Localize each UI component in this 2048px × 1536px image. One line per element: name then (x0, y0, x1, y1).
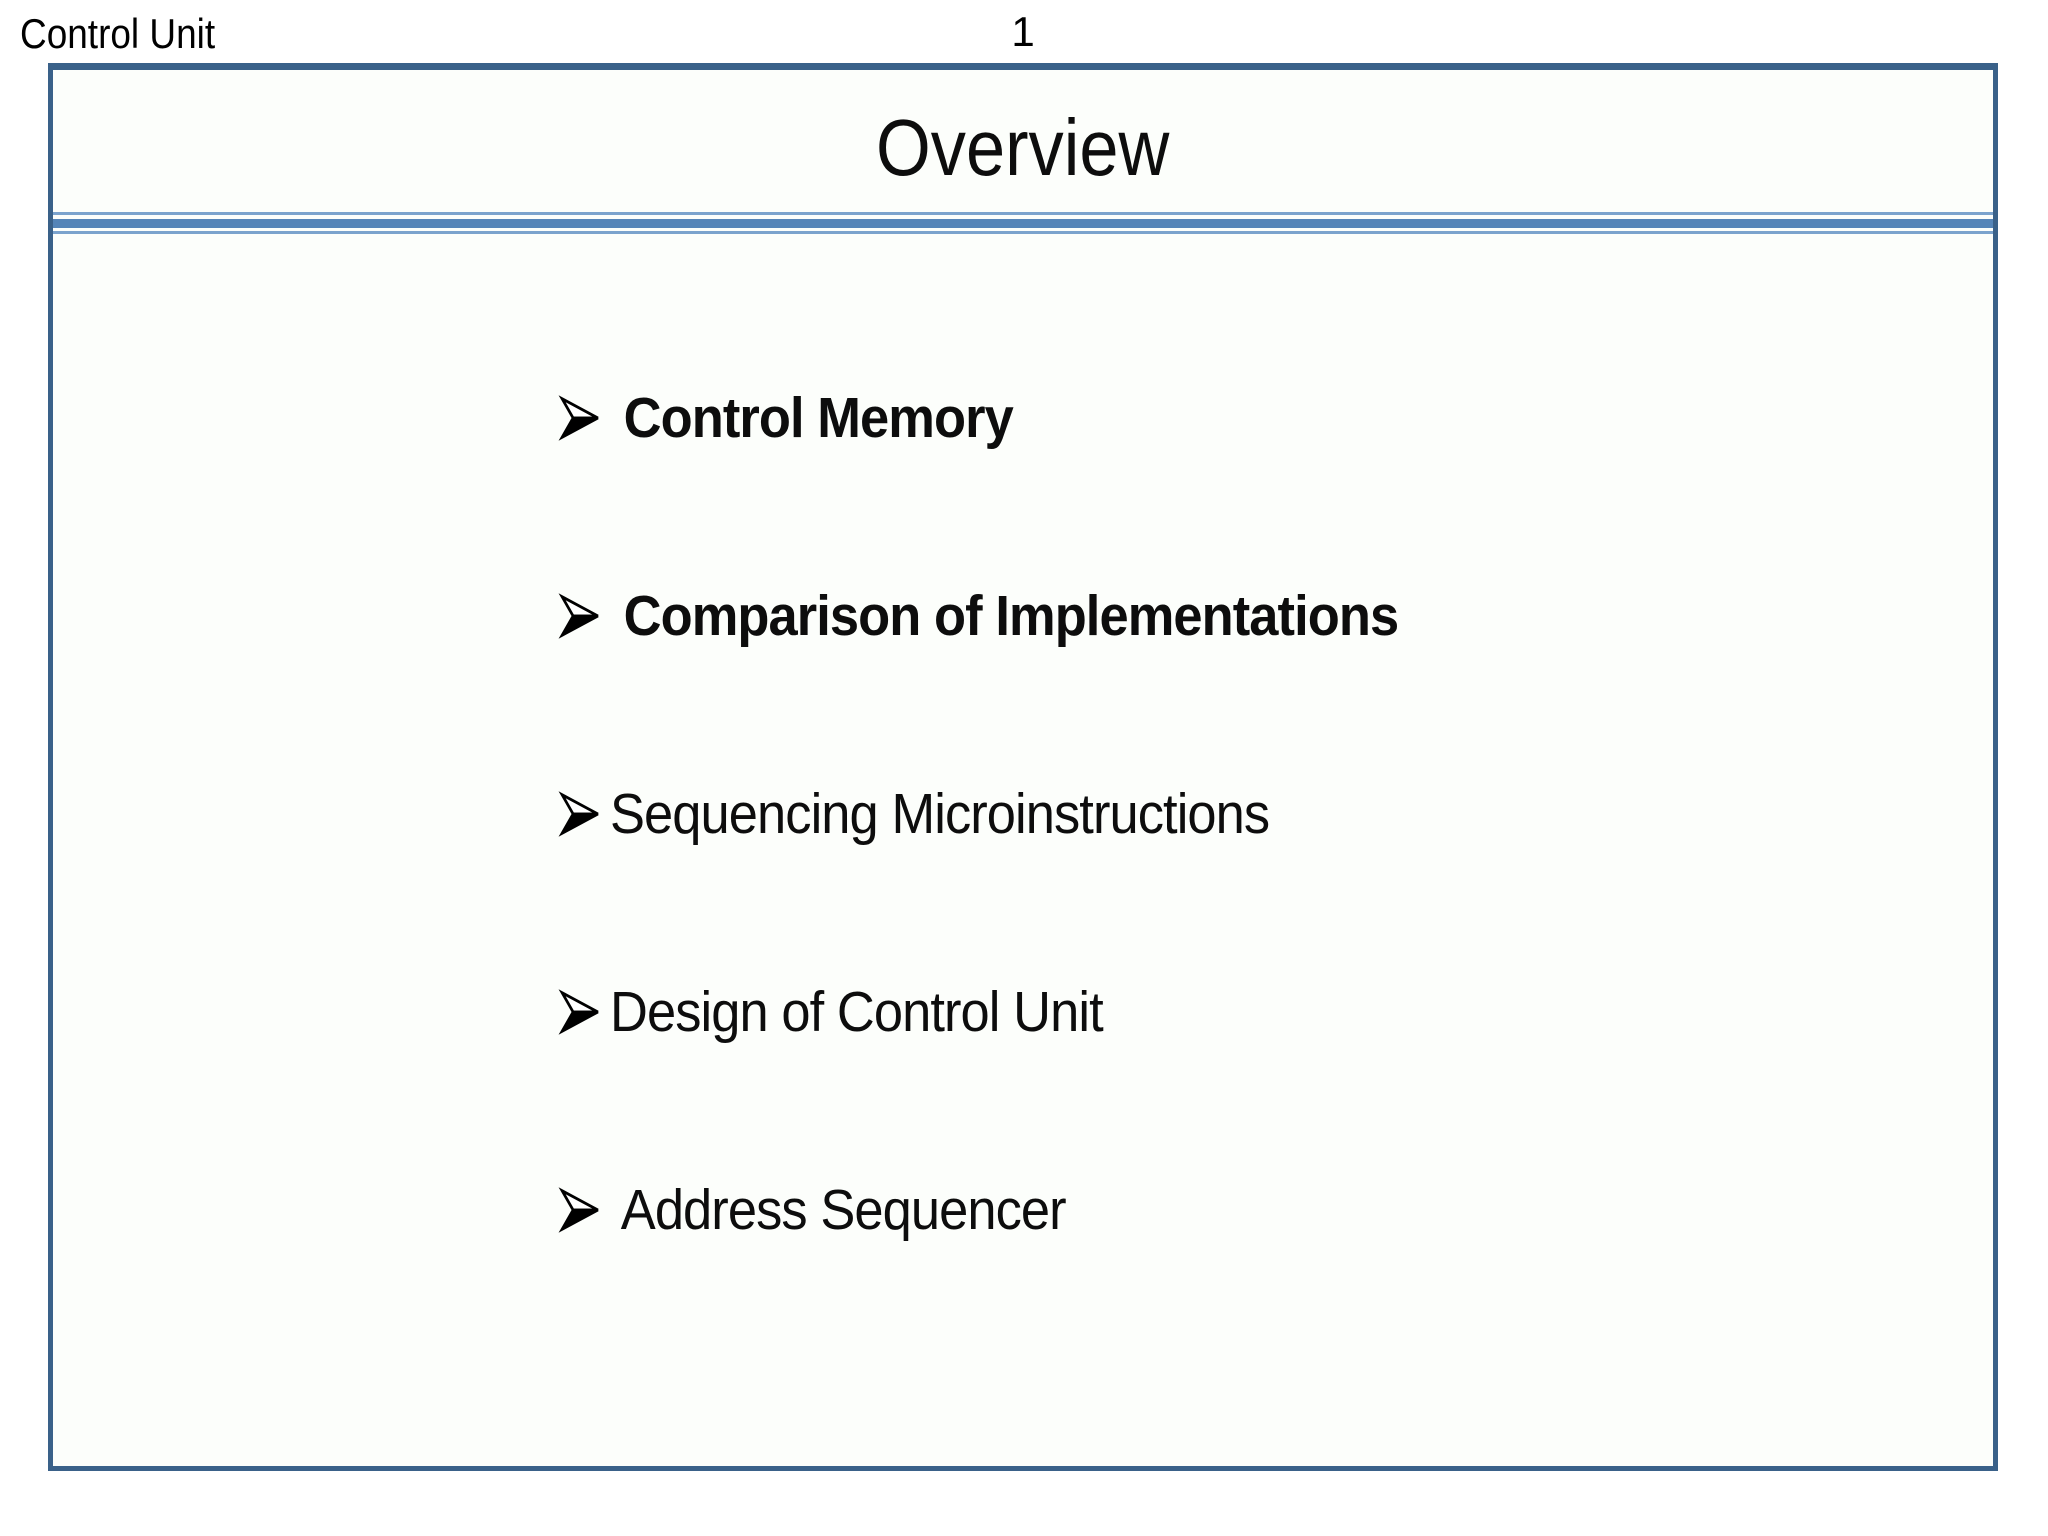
page-number: 1 (1011, 8, 1035, 55)
3d-rightwards-arrowhead-icon (558, 392, 602, 444)
title-separator (53, 212, 1993, 234)
slide-frame: Overview Control Memory (48, 63, 1998, 1471)
3d-rightwards-arrowhead-icon (558, 590, 602, 642)
bullet-label: Design of Control Unit (610, 979, 1104, 1044)
3d-rightwards-arrowhead-icon (558, 986, 602, 1038)
separator-thick-band (53, 219, 1993, 228)
separator-thin-line-top (53, 212, 1993, 215)
3d-rightwards-arrowhead-icon (558, 1184, 602, 1236)
slide-title: Overview (876, 103, 1170, 192)
3d-rightwards-arrowhead-icon (558, 788, 602, 840)
bullet-item-sequencing-microinstructions: Sequencing Microinstructions (558, 778, 1993, 850)
bullet-item-design-of-control-unit: Design of Control Unit (558, 976, 1993, 1048)
bullet-list: Control Memory Comparison of Implementat… (53, 234, 1993, 1246)
bullet-label: Comparison of Implementations (610, 583, 1400, 648)
bullet-item-comparison-of-implementations: Comparison of Implementations (558, 580, 1993, 652)
header-title: Control Unit (20, 10, 216, 57)
bullet-item-control-memory: Control Memory (558, 382, 1993, 454)
slide-title-bar: Overview (53, 70, 1993, 212)
separator-thin-line-bottom (53, 231, 1993, 234)
bullet-item-address-sequencer: Address Sequencer (558, 1174, 1993, 1246)
bullet-label: Sequencing Microinstructions (610, 781, 1270, 846)
page-number-container: 1 (48, 8, 1998, 56)
bullet-label: Control Memory (610, 385, 1014, 450)
bullet-label: Address Sequencer (610, 1177, 1067, 1242)
